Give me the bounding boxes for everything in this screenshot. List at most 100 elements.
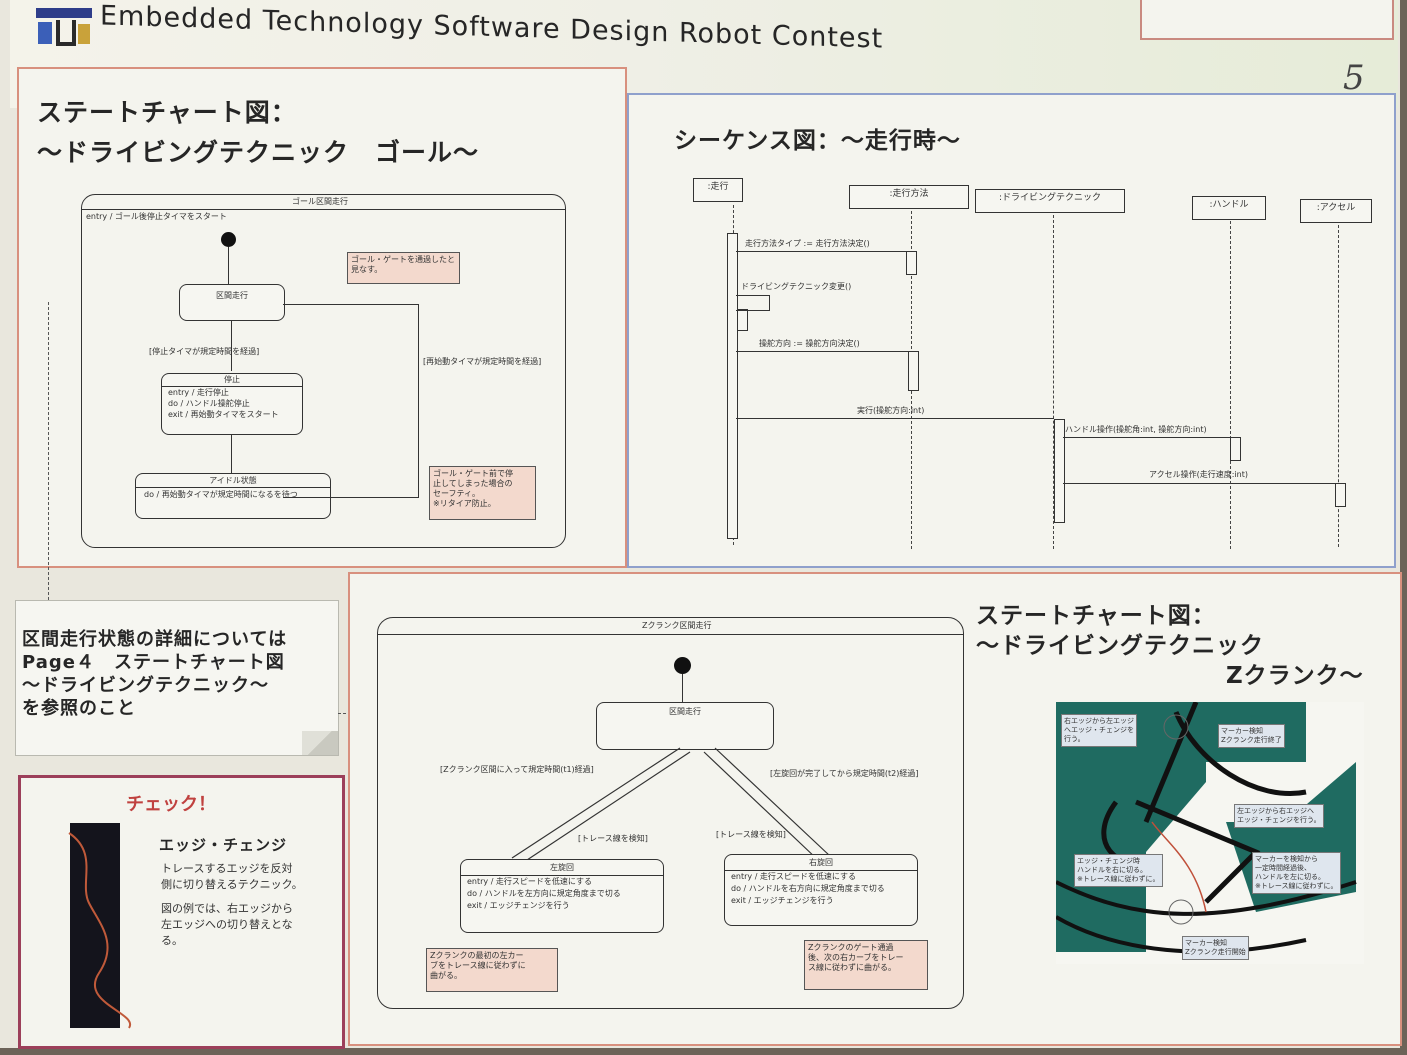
map-note-line: 右エッジから左エッジ (1064, 717, 1134, 725)
goal-state-idle-name: アイドル状態 (136, 474, 330, 488)
zcrank-state-right: 右旋回 entry / 走行スピードを低速にする do / ハンドルを右方向に規… (724, 854, 918, 926)
zcrank-guard-right: [トレース線を検知] (716, 830, 786, 839)
zcrank-superstate-name: Zクランク区間走行 (642, 621, 712, 630)
sequence-panel-title: シーケンス図：～走行時～ (674, 128, 961, 154)
lifeline-box: :ハンドル (1192, 196, 1266, 220)
check-panel: チェック！ エッジ・チェンジ トレースするエッジを反対 側に切り替えるテクニック… (18, 775, 345, 1049)
reference-note: 区間走行状態の詳細については Page４ ステートチャート図 ～ドライビングテク… (15, 600, 339, 756)
activation-bar (906, 251, 917, 275)
map-note-line: へエッジ・チェンジを (1064, 726, 1134, 734)
zcrank-state-left-name: 左旋回 (461, 860, 663, 876)
map-note-line: マーカー検知 (1185, 939, 1227, 947)
sequence-message: ドライビングテクニック変更() (741, 282, 852, 291)
zcrank-note-right-line: Zクランクのゲート通過 (808, 943, 894, 952)
goal-transition-restart: [再始動タイマが規定時間を経過] (423, 357, 542, 366)
zcrank-state-section: 区間走行 (596, 702, 774, 750)
goal-panel-title-line2: ～ドライビングテクニック ゴール～ (37, 138, 480, 167)
goal-state-idle: アイドル状態 do / 再始動タイマが規定時間になるを待つ (135, 473, 331, 519)
activation-bar (727, 233, 738, 539)
sequence-message: 操舵方向 := 操舵方向決定() (759, 339, 860, 348)
goal-restart-loop (283, 304, 419, 498)
zcrank-state-left-action: entry / 走行スピードを低速にする (467, 877, 593, 886)
page-curl (302, 731, 338, 755)
map-note: マーカー検知 Zクランク走行終了 (1218, 724, 1285, 748)
goal-transition-stop: [停止タイマが規定時間を経過] (149, 347, 260, 356)
zcrank-statechart-panel: ステートチャート図： ～ドライビングテクニック Zクランク～ Zクランク区間走行… (348, 572, 1402, 1046)
trace-line-illustration (70, 823, 120, 1028)
map-note-line: エッジ・チェンジ時 (1077, 857, 1140, 865)
dashed-connector (48, 302, 49, 600)
goal-note-safety-line: ゴール・ゲート前で停 (433, 469, 513, 478)
contest-logo (36, 8, 92, 48)
map-note: 右エッジから左エッジ へエッジ・チェンジを 行う。 (1061, 714, 1137, 747)
zcrank-title-line1: ステートチャート図： (976, 603, 1216, 629)
sequence-message: 実行(操舵方向:int) (857, 406, 925, 415)
check-body-line: トレースするエッジを反対 (161, 862, 293, 875)
goal-state-section-name: 区間走行 (216, 291, 248, 300)
check-heading: チェック！ (126, 794, 216, 815)
zcrank-note-right-line: 後、次の右カーブをトレー (808, 953, 904, 962)
map-note-line: ハンドルを右に切る。 (1077, 866, 1147, 874)
map-note: 左エッジから右エッジへ エッジ・チェンジを行う。 (1234, 804, 1324, 828)
goal-initial-node (221, 232, 236, 247)
zcrank-state-right-name: 右旋回 (725, 855, 917, 871)
check-body-line: 側に切り替えるテクニック。 (161, 878, 303, 891)
goal-note-safety: ゴール・ゲート前で停 止してしまった場合の セーフティ。 ※リタイア防止。 (429, 466, 536, 520)
check-subheading: エッジ・チェンジ (159, 836, 288, 854)
goal-statechart-panel: ステートチャート図： ～ドライビングテクニック ゴール～ ゴール区間走行 ent… (17, 67, 627, 568)
zcrank-note-right-line: ス線に従わずに曲がる。 (808, 963, 896, 972)
goal-note-gate: ゴール・ゲートを通過したと見なす。 (347, 252, 460, 284)
map-note: マーカーを検知から 一定時間経過後、 ハンドルを左に切る。 ※トレース線に従わず… (1252, 852, 1341, 894)
lifeline-box: :ドライビングテクニック (975, 189, 1125, 213)
map-note-line: マーカーを検知から (1255, 855, 1318, 863)
map-note-line: エッジ・チェンジを行う。 (1237, 816, 1321, 824)
reference-note-line: Page４ ステートチャート図 (22, 652, 285, 673)
activation-bar (737, 309, 748, 331)
activation-bar (1335, 483, 1346, 507)
map-note-line: Zクランク走行開始 (1185, 948, 1246, 956)
map-note-line: 一定時間経過後、 (1255, 864, 1311, 872)
goal-state-idle-action: do / 再始動タイマが規定時間になるを待つ (144, 490, 298, 499)
goal-state-stop-action: exit / 再始動タイマをスタート (168, 410, 279, 419)
zcrank-note-left-line: 曲がる。 (430, 971, 462, 980)
sequence-diagram-panel: シーケンス図：～走行時～ :走行 :走行方法 :ドライビングテクニック :ハンド… (627, 93, 1396, 568)
zcrank-note-left-line: Zクランクの最初の左カー (430, 951, 524, 960)
goal-superstate-name: ゴール区間走行 (292, 197, 348, 206)
zcrank-state-right-action: do / ハンドルを右方向に規定角度まで切る (731, 884, 885, 893)
lifeline-box: :走行方法 (849, 185, 969, 209)
check-body-line (161, 893, 303, 901)
zcrank-state-left: 左旋回 entry / 走行スピードを低速にする do / ハンドルを左方向に規… (460, 859, 664, 933)
activation-bar (908, 351, 919, 391)
activation-bar (1230, 437, 1241, 461)
zcrank-superstate: Zクランク区間走行 (377, 617, 964, 1009)
reference-note-line: ～ドライビングテクニック～ (22, 675, 269, 696)
zcrank-guard-left: [トレース線を検知] (578, 834, 648, 843)
goal-state-stop-action: do / ハンドル操舵停止 (168, 399, 250, 408)
goal-state-stop-name: 停止 (162, 374, 302, 387)
map-note: マーカー検知 Zクランク走行開始 (1182, 936, 1249, 960)
check-body-line: 左エッジへの切り替えとな (161, 918, 293, 931)
zcrank-state-right-action: exit / エッジチェンジを行う (731, 896, 834, 905)
goal-state-stop: 停止 entry / 走行停止 do / ハンドル操舵停止 exit / 再始動… (161, 373, 303, 435)
zcrank-transition-left: [Zクランク区間に入って規定時間(t1)経過] (440, 765, 594, 774)
zcrank-transition-right: [左旋回が完了してから規定時間(t2)経過] (770, 769, 919, 778)
goal-note-safety-line: 止してしまった場合の (433, 479, 513, 488)
page-number: 5 (1343, 58, 1365, 98)
zcrank-note-left-line: ブをトレース線に従わずに (430, 961, 526, 970)
zcrank-state-left-action: exit / エッジチェンジを行う (467, 901, 570, 910)
zcrank-title-line3: Zクランク～ (1226, 663, 1364, 689)
zcrank-initial-node (674, 657, 691, 674)
zcrank-note-right: Zクランクのゲート通過 後、次の右カーブをトレー ス線に従わずに曲がる。 (804, 940, 928, 990)
map-note-line: Zクランク走行終了 (1221, 736, 1282, 744)
zcrank-note-left: Zクランクの最初の左カー ブをトレース線に従わずに 曲がる。 (426, 948, 558, 992)
zcrank-title-line2: ～ドライビングテクニック (976, 633, 1264, 659)
sequence-message: アクセル操作(走行速度:int) (1149, 470, 1248, 479)
lifeline-box: :走行 (693, 178, 743, 202)
reference-note-line: 区間走行状態の詳細については (22, 629, 288, 650)
goal-state-section: 区間走行 (179, 284, 285, 321)
goal-note-safety-line: ※リタイア防止。 (433, 499, 496, 508)
map-note-line: ※トレース線に従わずに。 (1255, 882, 1338, 890)
sequence-message: 走行方法タイプ := 走行方法決定() (745, 239, 870, 248)
goal-superstate-entry: entry / ゴール後停止タイマをスタート (86, 212, 227, 221)
